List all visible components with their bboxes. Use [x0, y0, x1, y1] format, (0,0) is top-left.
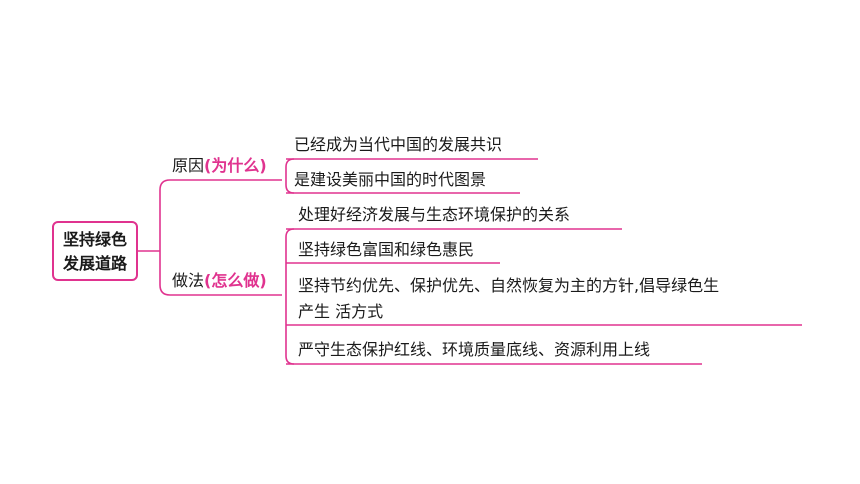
method-leaf-3-line-1: 坚持节约优先、保护优先、自然恢复为主的方针,倡导绿色生 [298, 276, 720, 295]
root-line-1: 坚持绿色 [62, 230, 127, 249]
branch-reason: 原因(为什么) [172, 156, 267, 176]
method-spine [285, 228, 295, 365]
method-leaf-3-line-2: 产生 活方式 [298, 302, 384, 321]
branch-reason-question: (为什么) [204, 156, 267, 175]
method-leaf-2: 坚持绿色富国和绿色惠民 [298, 240, 475, 259]
branch-reason-label: 原因 [172, 156, 205, 175]
method-leaf-1: 处理好经济发展与生态环境保护的关系 [298, 205, 571, 224]
reason-leaf-1: 已经成为当代中国的发展共识 [294, 135, 503, 154]
reason-leaf-2: 是建设美丽中国的时代图景 [294, 170, 487, 189]
root-line-2: 发展道路 [62, 254, 127, 273]
branch-method-label: 做法 [172, 271, 205, 290]
method-leaf-4: 严守生态保护红线、环境质量底线、资源利用上线 [298, 340, 651, 359]
root-node: 坚持绿色 发展道路 [52, 221, 138, 281]
branch-method: 做法(怎么做) [172, 271, 267, 291]
branch-method-question: (怎么做) [204, 271, 267, 290]
reason-spine [285, 158, 295, 194]
main-spine [159, 179, 171, 296]
